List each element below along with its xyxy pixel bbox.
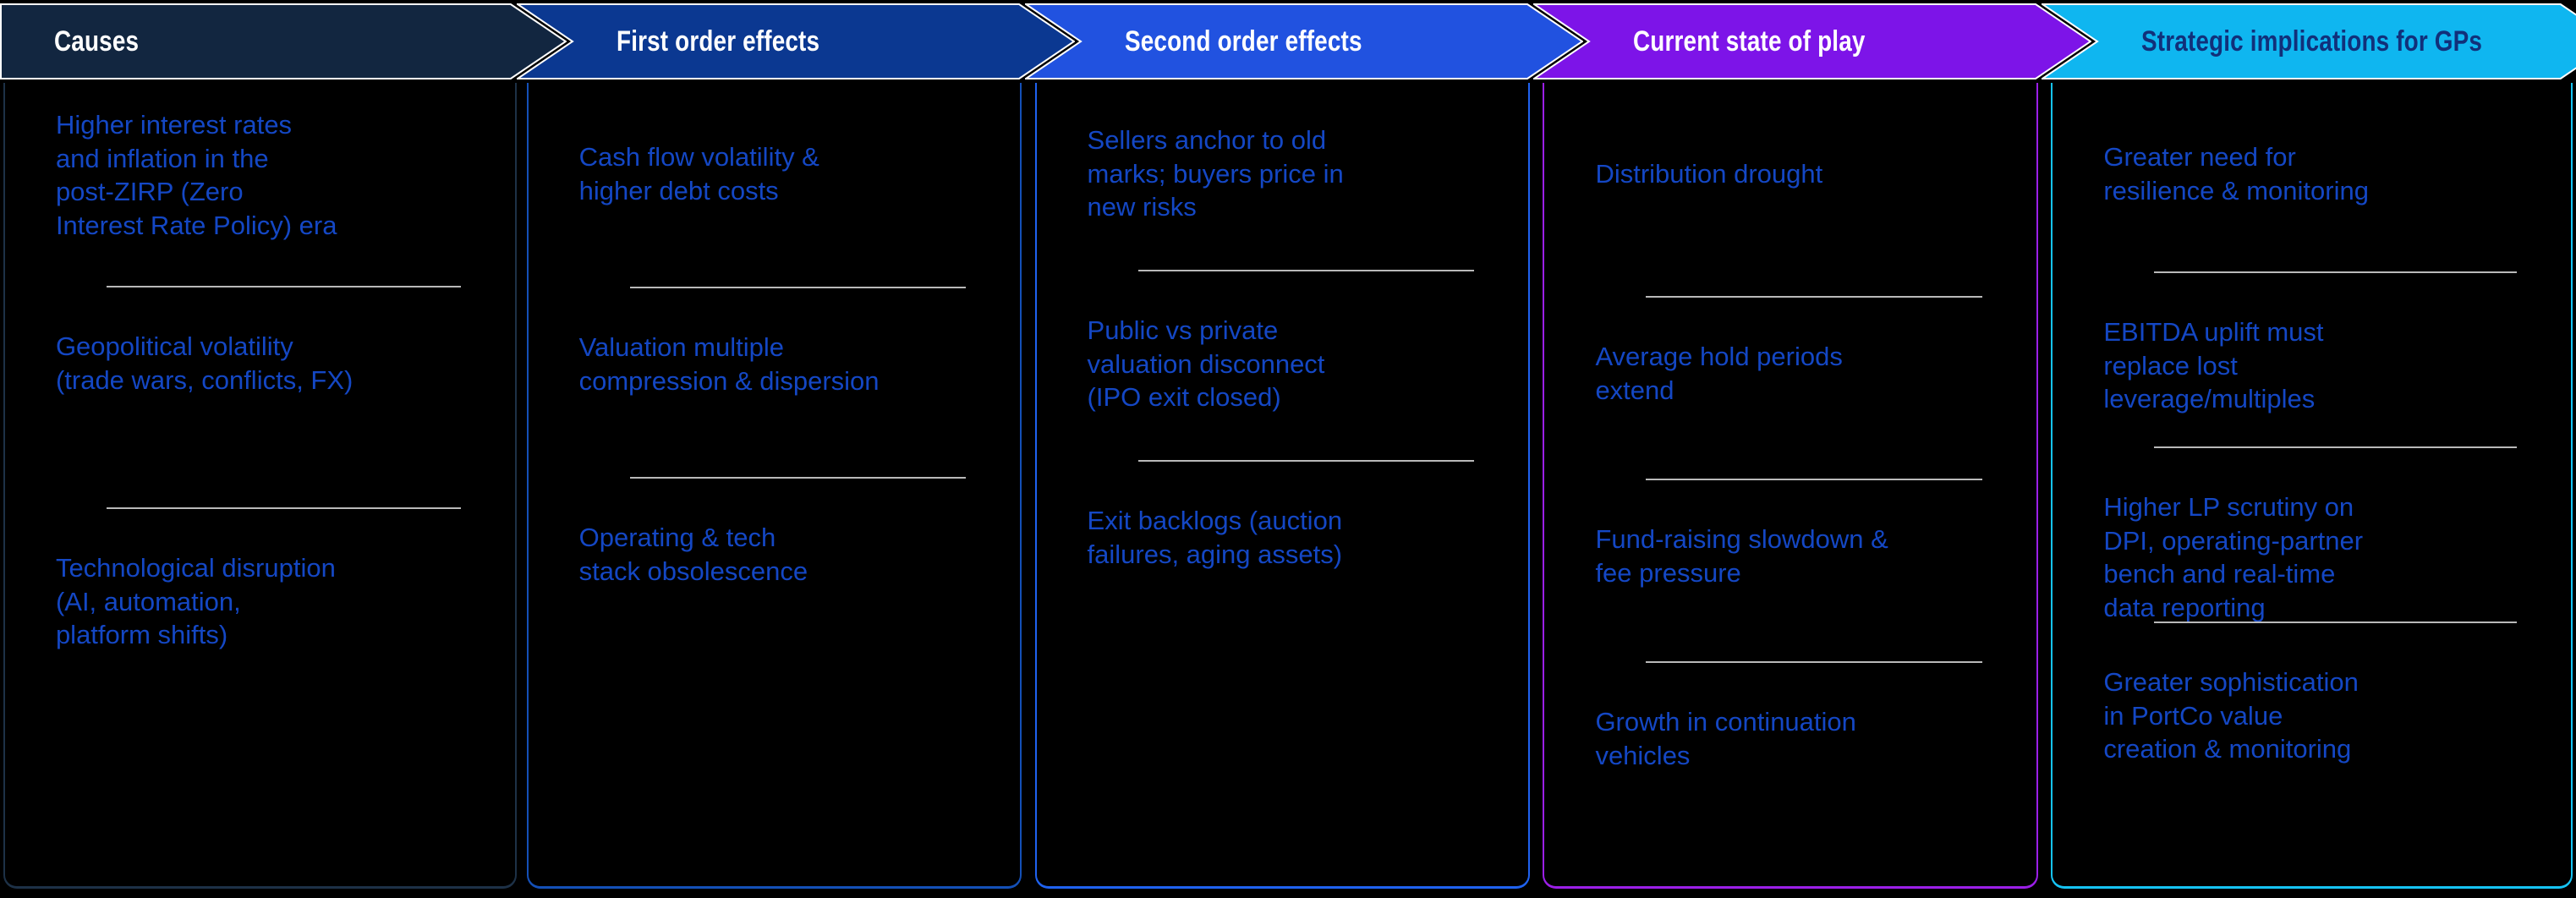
column-item-text: Distribution drought bbox=[1595, 159, 1823, 189]
column-item-text: Public vs private valuation disconnect (… bbox=[1087, 315, 1325, 413]
diagram-column-5: Greater need for resilience & monitoring… bbox=[2051, 83, 2573, 889]
column-item-list: Sellers anchor to old marks; buyers pric… bbox=[1037, 123, 1528, 694]
item-divider bbox=[1646, 296, 1982, 298]
column-item-text: Technological disruption (AI, automation… bbox=[55, 553, 336, 650]
column-item[interactable]: Technological disruption (AI, automation… bbox=[5, 551, 515, 773]
item-divider bbox=[629, 477, 966, 479]
item-divider bbox=[106, 286, 461, 287]
column-item-text: Higher interest rates and inflation in t… bbox=[55, 110, 337, 241]
chevron-header-label: Causes bbox=[54, 25, 140, 57]
chevron-header-3[interactable]: Second order effects bbox=[1024, 3, 1583, 79]
column-item[interactable]: Geopolitical volatility (trade wars, con… bbox=[5, 330, 515, 551]
column-item-text: Exit backlogs (auction failures, aging a… bbox=[1087, 506, 1343, 569]
item-divider bbox=[2154, 446, 2518, 448]
column-item-list: Higher interest rates and inflation in t… bbox=[5, 108, 515, 773]
column-item[interactable]: Average hold periods extend bbox=[1544, 340, 2036, 523]
chevron-header-2[interactable]: First order effects bbox=[516, 3, 1075, 79]
column-item[interactable]: Higher LP scrutiny on DPI, operating-par… bbox=[2053, 490, 2571, 665]
item-divider bbox=[1646, 661, 1982, 663]
column-item[interactable]: Greater need for resilience & monitoring bbox=[2053, 140, 2571, 315]
column-item-list: Cash flow volatility & higher debt costs… bbox=[529, 140, 1020, 711]
column-item[interactable]: EBITDA uplift must replace lost leverage… bbox=[2053, 315, 2571, 490]
chevron-header-1[interactable]: Causes bbox=[0, 3, 567, 79]
column-item[interactable]: Fund-raising slowdown & fee pressure bbox=[1544, 523, 2036, 705]
chevron-header-label: Strategic implications for GPs bbox=[2140, 25, 2482, 57]
column-body-band: Higher interest rates and inflation in t… bbox=[0, 83, 2576, 898]
column-item[interactable]: Sellers anchor to old marks; buyers pric… bbox=[1037, 123, 1528, 314]
column-item-text: Growth in continuation vehicles bbox=[1595, 707, 1856, 770]
column-item-text: Operating & tech stack obsolescence bbox=[578, 523, 808, 586]
column-item-text: EBITDA uplift must replace lost leverage… bbox=[2103, 317, 2324, 414]
column-item-text: Sellers anchor to old marks; buyers pric… bbox=[1087, 125, 1344, 222]
column-item[interactable]: Cash flow volatility & higher debt costs bbox=[529, 140, 1020, 331]
diagram-column-1: Higher interest rates and inflation in t… bbox=[3, 83, 517, 889]
column-item[interactable]: Higher interest rates and inflation in t… bbox=[5, 108, 515, 330]
item-divider bbox=[1137, 460, 1474, 462]
column-item[interactable]: Operating & tech stack obsolescence bbox=[529, 521, 1020, 711]
chevron-header-5[interactable]: Strategic implications for GPs bbox=[2041, 3, 2576, 79]
item-divider bbox=[1137, 270, 1474, 271]
column-item[interactable]: Exit backlogs (auction failures, aging a… bbox=[1037, 504, 1528, 694]
column-item-text: Geopolitical volatility (trade wars, con… bbox=[55, 331, 354, 395]
item-divider bbox=[629, 287, 966, 288]
column-item[interactable]: Public vs private valuation disconnect (… bbox=[1037, 314, 1528, 504]
chevron-header-label: First order effects bbox=[616, 25, 819, 57]
column-item-text: Cash flow volatility & higher debt costs bbox=[578, 142, 819, 205]
item-divider bbox=[106, 507, 461, 509]
column-item-text: Average hold periods extend bbox=[1595, 342, 1843, 405]
column-item[interactable]: Distribution drought bbox=[1544, 157, 2036, 340]
column-item[interactable]: Greater sophistication in PortCo value c… bbox=[2053, 665, 2571, 841]
column-item-text: Fund-raising slowdown & fee pressure bbox=[1595, 524, 1888, 588]
column-item-text: Greater need for resilience & monitoring bbox=[2103, 142, 2369, 205]
column-item[interactable]: Growth in continuation vehicles bbox=[1544, 705, 2036, 888]
chevron-header-label: Second order effects bbox=[1124, 25, 1362, 57]
diagram-column-3: Sellers anchor to old marks; buyers pric… bbox=[1034, 83, 1530, 889]
item-divider bbox=[2154, 271, 2518, 273]
item-divider bbox=[2154, 621, 2518, 623]
column-item-text: Higher LP scrutiny on DPI, operating-par… bbox=[2103, 492, 2364, 623]
diagram-column-2: Cash flow volatility & higher debt costs… bbox=[526, 83, 1022, 889]
column-item-text: Greater sophistication in PortCo value c… bbox=[2103, 667, 2359, 764]
column-item[interactable]: Valuation multiple compression & dispers… bbox=[529, 331, 1020, 521]
column-item-text: Valuation multiple compression & dispers… bbox=[578, 332, 880, 396]
chevron-header-label: Current state of play bbox=[1632, 25, 1866, 57]
chevron-header-band: Causes First order effects Second order ef… bbox=[0, 0, 2576, 83]
item-divider bbox=[1646, 479, 1982, 480]
column-item-list: Greater need for resilience & monitoring… bbox=[2053, 140, 2571, 841]
chevron-header-4[interactable]: Current state of play bbox=[1532, 3, 2091, 79]
